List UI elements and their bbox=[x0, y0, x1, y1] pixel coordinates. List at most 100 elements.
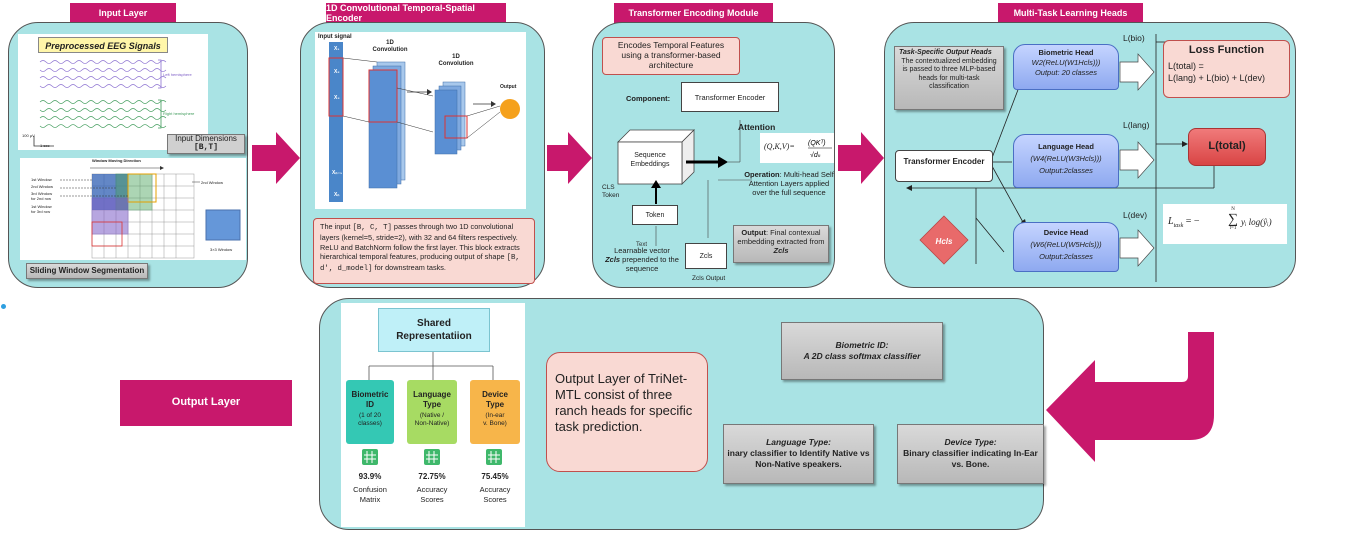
learnable-a: Learnable vector bbox=[614, 246, 670, 255]
conv2-label: 1D Convolution bbox=[438, 54, 474, 67]
bio-sub: (1 of 20 classes) bbox=[358, 412, 382, 427]
operation-desc: : Multi-head Self Attention Layers appli… bbox=[748, 170, 834, 197]
desc-part-a: The input bbox=[320, 222, 353, 231]
bio-head-formula: W2(ReLU(W1Hcls))) bbox=[1031, 58, 1101, 67]
loss-function-box: Loss Function L(total) = L(lang) + L(bio… bbox=[1163, 40, 1290, 98]
cls-token-label: CLS Token bbox=[602, 184, 620, 199]
hcls-label: Hcls bbox=[935, 237, 953, 246]
desc-shape-output: [B, d', d_model] bbox=[320, 253, 520, 274]
svg-text:√dₖ: √dₖ bbox=[810, 151, 822, 159]
dev-sub: (In-ear v. Bone) bbox=[483, 412, 507, 427]
l-total-box: L(total) bbox=[1188, 128, 1266, 166]
component-label: Component: bbox=[626, 94, 671, 103]
lang-head-output: Output:2classes bbox=[1039, 166, 1093, 175]
grid-icon-dev bbox=[486, 449, 502, 465]
grid-icons bbox=[362, 449, 502, 465]
sum-bottom: t=1 bbox=[1229, 226, 1237, 231]
dev-head-output: Output:2classes bbox=[1039, 252, 1093, 261]
lang-name: Language Type bbox=[413, 390, 451, 409]
ltask-formula-box bbox=[1163, 204, 1287, 244]
lang-head-title: Language Head bbox=[1038, 142, 1094, 151]
dev-name: Device Type bbox=[482, 390, 508, 409]
output-box: Output: Final contexual embedding extrac… bbox=[733, 225, 829, 263]
sum-body: yᵢ log(ŷᵢ) bbox=[1241, 217, 1272, 227]
ltask-formula: Ltask = − bbox=[1168, 216, 1200, 229]
side-dot bbox=[1, 304, 6, 309]
lang-type-title: Language Type: bbox=[766, 437, 831, 447]
window-last-label: 1st Window bbox=[31, 204, 52, 209]
zcls-output-label: Zcls Output bbox=[692, 275, 726, 282]
input-dimensions-value: [B,T] bbox=[193, 143, 218, 152]
x2-token: X₂ bbox=[334, 69, 340, 75]
dev-percent: 75.45% bbox=[481, 472, 509, 481]
learnable-zcls: Zcls bbox=[605, 255, 621, 264]
ltask-eq: = − bbox=[1183, 216, 1200, 227]
arrow-transformer-to-heads bbox=[838, 132, 884, 184]
input-dimensions-box bbox=[167, 134, 245, 154]
heads-transformer-encoder: Transformer Encoder bbox=[895, 150, 993, 182]
grid-icon-bio bbox=[362, 449, 378, 465]
bio-percent: 93.9% bbox=[358, 472, 382, 481]
l-bio-label: L(bio) bbox=[1123, 33, 1145, 43]
xn1-token: Xₙ₋₁ bbox=[332, 170, 343, 176]
left-hemisphere-label: Left hemisphere bbox=[163, 72, 192, 77]
window-row-label: for 2nd row bbox=[31, 196, 52, 201]
right-hemisphere-label: Right hemisphere bbox=[163, 111, 195, 116]
arrow-input-to-encoder bbox=[252, 132, 300, 184]
loss-eq2: L(lang) + L(bio) + L(dev) bbox=[1168, 73, 1266, 83]
x3-token: X₃ bbox=[334, 95, 340, 101]
bio-id-desc: A 2D class softmax classifier bbox=[803, 351, 921, 361]
ltask-l: L bbox=[1168, 216, 1174, 227]
bio-id-title: Biometric ID: bbox=[835, 340, 889, 350]
lang-metric: Accuracy Scores bbox=[416, 485, 448, 504]
bio-head-output: Output: 20 classes bbox=[1034, 68, 1098, 77]
window-right-label: 2nd Window bbox=[201, 180, 224, 185]
output-desc: : Final contexual embedding extracted fr… bbox=[737, 228, 825, 246]
desc-shape-input: [B, C, T] bbox=[352, 224, 392, 232]
language-head: Language Head (W4(ReLU(W3Hcls))) Output:… bbox=[1013, 134, 1119, 188]
bio-metric: Confusion Matrix bbox=[353, 485, 387, 504]
language-type-card: Language Type (Native / Non-Native) bbox=[407, 380, 457, 444]
eeg-card bbox=[18, 34, 208, 150]
learnable-c: prepended to the sequence bbox=[620, 255, 679, 273]
token-box: Token bbox=[632, 205, 678, 225]
sum-top: N bbox=[1231, 207, 1235, 212]
input-dimensions-label: Input Dimensions bbox=[175, 134, 237, 143]
device-head: Device Head (W6(ReLU(W5Hcls))) Output:2c… bbox=[1013, 222, 1119, 272]
window-card bbox=[20, 158, 246, 260]
l-dev-label: L(dev) bbox=[1123, 210, 1148, 220]
loss-eq1: L(total) = bbox=[1168, 61, 1204, 71]
attention-label: Attention bbox=[738, 122, 776, 132]
input-signal-label: Input signal bbox=[318, 34, 352, 40]
lang-percent: 72.75% bbox=[418, 472, 446, 481]
window-2-label: 2nd Window bbox=[31, 184, 54, 189]
task-desc: The contextualized embedding is passed t… bbox=[901, 57, 997, 91]
biometric-id-desc: Biometric ID: A 2D class softmax classif… bbox=[781, 322, 943, 380]
header-input-layer: Input Layer bbox=[70, 3, 176, 23]
arrow-encoder-to-transformer bbox=[547, 132, 592, 184]
biometric-head: Biometric Head W2(ReLU(W1Hcls))) Output:… bbox=[1013, 44, 1119, 90]
output-tree bbox=[368, 352, 494, 380]
encodes-box: Encodes Temporal Features using a transf… bbox=[602, 37, 740, 75]
language-type-desc: Language Type: inary classifier to Ident… bbox=[723, 424, 874, 484]
sum-symbol: N ∑ t=1 bbox=[1226, 207, 1240, 232]
arrow-heads-to-output bbox=[1046, 332, 1214, 462]
dev-type-title: Device Type: bbox=[944, 437, 997, 447]
window-3-label: 3rd Window bbox=[31, 191, 53, 196]
svg-text:(QKᵀ): (QKᵀ) bbox=[808, 140, 826, 147]
output-label: Output bbox=[741, 228, 766, 237]
eeg-waveforms bbox=[33, 59, 167, 147]
dev-metric: Accuracy Scores bbox=[479, 485, 511, 504]
device-type-desc: Device Type: Binary classifier indicatin… bbox=[897, 424, 1044, 484]
bio-name: Biometric ID bbox=[351, 390, 389, 409]
conv-blocks bbox=[328, 42, 520, 202]
loss-title: Loss Function bbox=[1188, 44, 1265, 56]
device-type-card: Device Type (In-ear v. Bone) bbox=[470, 380, 520, 444]
dev-head-formula: (W6(ReLU(W5Hcls))) bbox=[1030, 240, 1102, 249]
xn-token: Xₙ bbox=[334, 192, 340, 198]
heads-connectors bbox=[902, 34, 1215, 282]
sequence-embeddings: Sequence Embeddings bbox=[630, 152, 670, 168]
sliding-window-label: Sliding Window Segmentation bbox=[26, 263, 148, 279]
